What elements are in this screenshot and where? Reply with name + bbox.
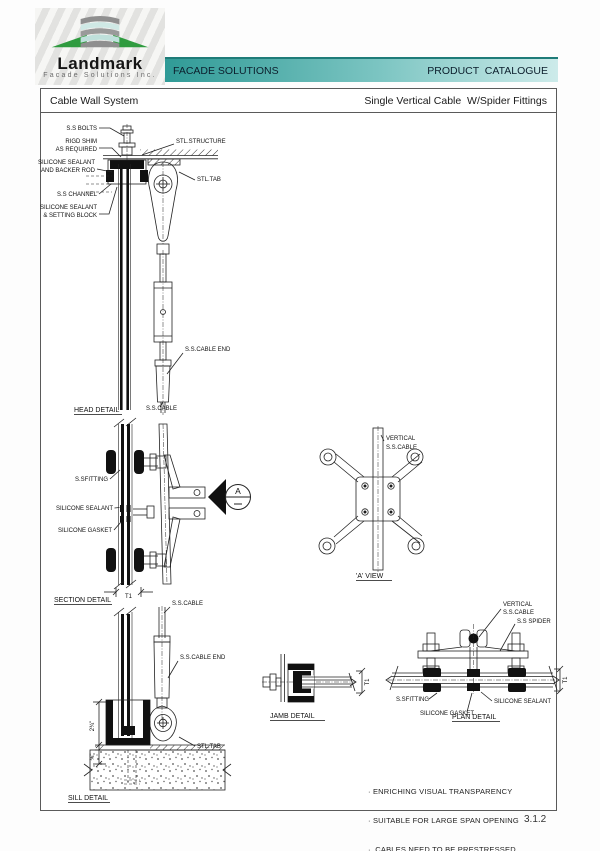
label-aview-ss-cable: S.S.CABLE bbox=[386, 445, 417, 451]
label-stl-tab: STL.TAB bbox=[197, 177, 221, 183]
label-rigid-shim-2: AS REQUIRED bbox=[56, 147, 98, 153]
jamb-detail-drawing: T1 JAMB DETAIL bbox=[262, 654, 371, 721]
title-section-detail: SECTION DETAIL bbox=[54, 597, 111, 604]
label-silicone-sealant: SILICONE SEALANT bbox=[56, 506, 113, 512]
label-ss-fitting: S.SFITTING bbox=[75, 477, 108, 483]
label-plan-ss-cable: S.S.CABLE bbox=[503, 610, 534, 616]
title-head-detail: HEAD DETAIL bbox=[74, 407, 119, 414]
title-sill-detail: SILL DETAIL bbox=[68, 795, 108, 802]
section-marker: A bbox=[208, 479, 251, 515]
label-stl-structure: STL.STRUCTURE bbox=[176, 139, 226, 145]
label-jamb-t1: T1 bbox=[365, 678, 371, 686]
label-plan-ss-fitting: S.SFITTING bbox=[396, 697, 429, 703]
label-ss-cable-end: S.S.CABLE END bbox=[185, 347, 231, 353]
brand-tagline: Facade Solutions Inc. bbox=[43, 72, 157, 79]
section-detail-drawing: T1 S.SFITTING SILICONE SEALANT SILICONE … bbox=[54, 417, 206, 605]
label-sill-dim-a: 2¾" bbox=[90, 721, 96, 731]
note-item: · ENRICHING VISUAL TRANSPARENCY bbox=[368, 787, 513, 797]
label-ss-channel: S.S CHANNEL bbox=[57, 192, 98, 198]
header-band: FACADE SOLUTIONS PRODUCT CATALOGUE bbox=[163, 57, 558, 82]
notes-list: · ENRICHING VISUAL TRANSPARENCY · SUITAB… bbox=[368, 768, 519, 851]
page-number: 3.1.2 bbox=[524, 814, 547, 825]
label-sealant-2a: SILICONE SEALANT bbox=[40, 205, 97, 211]
label-rigid-shim-1: RIGD SHIM bbox=[65, 139, 97, 145]
label-sealant-2b: & SETTING BLOCK bbox=[43, 213, 97, 219]
title-plan-detail: PLAN DETAIL bbox=[452, 714, 496, 721]
label-aview-vertical: VERTICAL bbox=[386, 436, 416, 442]
label-plan-ss-spider: S.S SPIDER bbox=[517, 619, 551, 625]
note-item: · SUITABLE FOR LARGE SPAN OPENING bbox=[368, 815, 519, 825]
label-sill-dim-b: ¾" bbox=[90, 753, 96, 760]
plan-detail-drawing: T1 VERTICAL S.S.CABLE S.S SPIDER S.SFITT… bbox=[385, 602, 569, 722]
label-sill-stl-tab: STL.TAB bbox=[197, 744, 221, 750]
label-silicone-gasket: SILICONE GASKET bbox=[58, 528, 112, 534]
label-sill-ss-cable-end: S.S.CABLE END bbox=[180, 655, 226, 661]
label-plan-t1: T1 bbox=[563, 676, 569, 684]
label-marker-a: A bbox=[235, 486, 241, 496]
label-section-t1: T1 bbox=[125, 594, 133, 600]
label-ss-cable: S.S.CABLE bbox=[146, 406, 177, 412]
subheader-left: Cable Wall System bbox=[50, 94, 139, 107]
head-detail-drawing: S.S BOLTS RIGD SHIM AS REQUIRED SILICONE… bbox=[38, 124, 231, 415]
label-ss-bolts: S.S BOLTS bbox=[66, 126, 97, 132]
logo-building-icon bbox=[51, 15, 149, 48]
label-sill-ss-cable: S.S.CABLE bbox=[172, 601, 203, 607]
label-sealant-1a: SILICONE SEALANT bbox=[38, 160, 95, 166]
label-plan-silicone-sealant: SILICONE SEALANT bbox=[494, 699, 551, 705]
label-sealant-1b: AND BACKER ROD bbox=[41, 168, 96, 174]
subheader-right: Single Vertical Cable W/Spider Fittings bbox=[364, 94, 547, 107]
header-right-label: PRODUCT CATALOGUE bbox=[427, 64, 548, 77]
subheader: Cable Wall System Single Vertical Cable … bbox=[41, 89, 556, 113]
header-left-label: FACADE SOLUTIONS bbox=[173, 64, 279, 77]
logo: Landmark Facade Solutions Inc. bbox=[35, 8, 165, 85]
label-plan-vertical: VERTICAL bbox=[503, 602, 533, 608]
note-item: · CABLES NEED TO BE PRESTRESSED bbox=[368, 844, 516, 851]
title-a-view: 'A' VIEW bbox=[356, 573, 384, 580]
label-plan-silicone-gasket: SILICONE GASKET bbox=[420, 711, 474, 717]
sill-detail-drawing: 2¾" ¾" S.S.CABLE S.S.CABLE END STL.TAB S… bbox=[68, 601, 232, 803]
title-jamb-detail: JAMB DETAIL bbox=[270, 713, 315, 720]
brand-text: Landmark bbox=[57, 54, 143, 73]
a-view-drawing: VERTICAL S.S.CABLE 'A' VIEW bbox=[318, 426, 425, 581]
